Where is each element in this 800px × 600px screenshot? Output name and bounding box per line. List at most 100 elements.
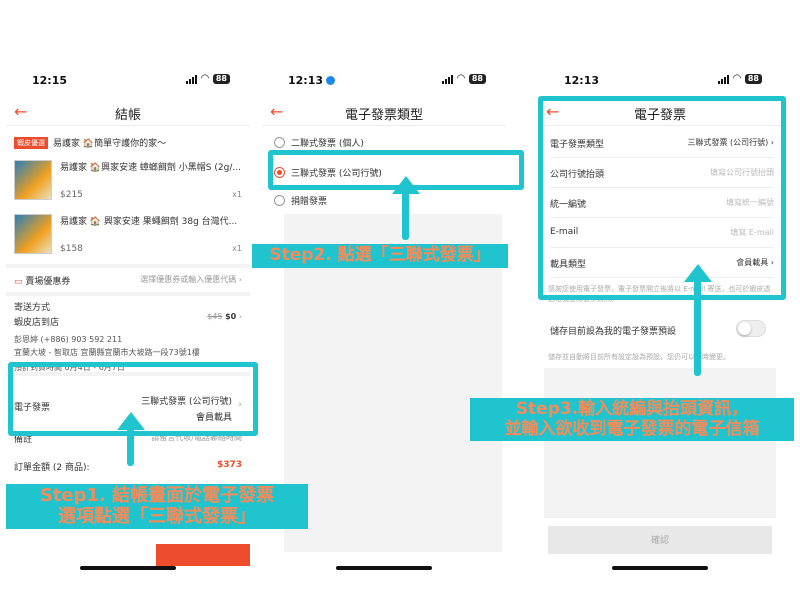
divider bbox=[6, 292, 250, 296]
signal-icon bbox=[186, 74, 198, 84]
carrier-type-label: 載具類型 bbox=[550, 260, 587, 270]
product-item[interactable]: 易護家 🏠 興家安速 果蠅餌劑 38g 台灣代... $158 x1 bbox=[14, 214, 242, 264]
back-arrow-icon[interactable]: ← bbox=[546, 102, 560, 121]
invoice-type-label: 電子發票類型 bbox=[550, 140, 605, 150]
product-qty: x1 bbox=[232, 244, 242, 253]
page-title: 電子發票類型 bbox=[344, 108, 423, 123]
option-label: 三聯式發票 (公司行號) bbox=[291, 169, 382, 179]
arrow-shaft bbox=[402, 192, 409, 240]
divider bbox=[6, 264, 250, 268]
wifi-icon: ◠ bbox=[457, 73, 465, 84]
arrow-shaft bbox=[127, 428, 134, 466]
option-two-part-invoice[interactable]: 二聯式發票 (個人) bbox=[274, 136, 364, 149]
store-name: 易護家 🏠簡單守護你的家～ bbox=[53, 139, 167, 149]
home-indicator bbox=[336, 566, 432, 570]
option-label: 二聯式發票 (個人) bbox=[291, 139, 364, 149]
status-bar: 12:13 ◠ 88 bbox=[538, 68, 782, 92]
home-indicator bbox=[80, 566, 176, 570]
step3-caption: Step3.輸入統編與抬頭資訊， 並輸入欲收到電子發票的電子信箱 bbox=[470, 398, 794, 442]
status-icons: ◠ 88 bbox=[718, 74, 762, 84]
home-indicator bbox=[612, 566, 708, 570]
invoice-label: 電子發票 bbox=[14, 403, 51, 413]
shipping-method: 蝦皮店到店 bbox=[14, 318, 60, 328]
back-arrow-icon[interactable]: ← bbox=[270, 102, 284, 121]
tax-id-field[interactable]: 統一編號 填寫統一編號 bbox=[550, 188, 774, 218]
save-default-row: 儲存目前設為我的電子發票預設 bbox=[550, 324, 774, 337]
delivery-eta: 預計到貨時間 6月4日 - 6月7日 bbox=[14, 363, 125, 372]
arrow-up-icon bbox=[117, 412, 145, 430]
invoice-type-value: 三聯式發票 (公司行號) › bbox=[687, 138, 774, 147]
highlight-invoice-form bbox=[538, 96, 786, 300]
invoice-type-row[interactable]: 電子發票類型 三聯式發票 (公司行號) › bbox=[550, 128, 774, 158]
step1-caption: Step1. 結帳畫面於電子發票 選項點選「三聯式發票」 bbox=[6, 484, 308, 530]
status-time: 12:13 bbox=[288, 74, 336, 87]
radio-icon bbox=[274, 137, 285, 148]
note-row[interactable]: 備註 請留言代收/電話聯絡時間 bbox=[14, 432, 242, 445]
page-title: 結帳 bbox=[114, 108, 141, 123]
status-bar: 12:15 ◠ 88 bbox=[6, 68, 250, 92]
tax-id-label: 統一編號 bbox=[550, 200, 587, 210]
product-qty: x1 bbox=[232, 190, 242, 199]
back-arrow-icon[interactable]: ← bbox=[14, 102, 28, 121]
status-icons: ◠ 88 bbox=[186, 74, 230, 84]
product-price: $215 bbox=[60, 190, 83, 200]
wifi-icon: ◠ bbox=[733, 73, 741, 84]
email-label: E-mail bbox=[550, 227, 579, 237]
note-input[interactable]: 請留言代收/電話聯絡時間 bbox=[151, 433, 242, 442]
battery-icon: 88 bbox=[468, 74, 486, 84]
arrow-shaft bbox=[694, 280, 701, 376]
save-default-notice: 儲存並自動將目前所有設定設為預設，您仍可以隨時變更。 bbox=[548, 353, 730, 361]
option-three-part-invoice[interactable]: 三聯式發票 (公司行號) bbox=[274, 166, 382, 179]
battery-icon: 88 bbox=[212, 74, 230, 84]
place-order-button[interactable] bbox=[156, 544, 250, 566]
chevron-right-icon: › bbox=[238, 400, 242, 410]
shipping-fee: $45 $0 › bbox=[207, 312, 242, 321]
location-icon bbox=[326, 76, 336, 85]
invoice-value: 三聯式發票 (公司行號) 會員載具 bbox=[141, 397, 232, 423]
product-item[interactable]: 易護家 🏠興家安速 蟑螂餌劑 小黑帽S (2g/... $215 x1 bbox=[14, 160, 242, 210]
carrier-type-value: 會員載具 › bbox=[736, 258, 774, 267]
nav-bar: ← 結帳 bbox=[6, 98, 250, 126]
wifi-icon: ◠ bbox=[201, 73, 209, 84]
page-title: 電子發票 bbox=[633, 108, 686, 123]
coupon-hint: 選擇優惠券或輸入優惠代碼 › bbox=[140, 275, 242, 284]
product-name: 易護家 🏠 興家安速 果蠅餌劑 38g 台灣代... bbox=[60, 217, 238, 227]
company-title-label: 公司行號抬頭 bbox=[550, 170, 605, 180]
total-value: $373 bbox=[216, 460, 242, 470]
option-label: 捐贈發票 bbox=[291, 197, 328, 207]
company-title-field[interactable]: 公司行號抬頭 填寫公司行號抬頭 bbox=[550, 158, 774, 188]
carrier-type-row[interactable]: 載具類型 會員載具 › bbox=[550, 248, 774, 278]
product-thumbnail bbox=[14, 214, 52, 254]
coupon-row[interactable]: ▭ 賣場優惠券 選擇優惠券或輸入優惠代碼 › bbox=[14, 274, 242, 287]
total-label: 訂單金額 (2 商品): bbox=[14, 463, 90, 473]
company-title-input[interactable]: 填寫公司行號抬頭 bbox=[710, 168, 774, 177]
save-default-label: 儲存目前設為我的電子發票預設 bbox=[550, 327, 677, 337]
store-tag: 蝦皮優選 bbox=[14, 136, 48, 149]
shipping-label: 寄送方式 bbox=[14, 303, 51, 313]
nav-bar: ← 電子發票 bbox=[538, 98, 782, 126]
option-donate-invoice[interactable]: 捐贈發票 bbox=[274, 194, 327, 207]
receiver-address: 宜蘭大坡 - 智取店 宜蘭縣宜蘭市大坡路一段73號1樓 bbox=[14, 348, 200, 357]
save-default-toggle[interactable] bbox=[736, 320, 766, 337]
invoice-row[interactable]: 電子發票 三聯式發票 (公司行號) 會員載具 › bbox=[14, 394, 242, 430]
coupon-label: 賣場優惠券 bbox=[25, 277, 71, 287]
status-icons: ◠ 88 bbox=[442, 74, 486, 84]
empty-area bbox=[544, 368, 776, 518]
email-input[interactable]: 填寫 E-mail bbox=[730, 228, 774, 237]
shipping-section[interactable]: 寄送方式 蝦皮店到店 $45 $0 › 彭恩婷 (+886) 903 592 2… bbox=[14, 300, 242, 373]
arrow-up-icon bbox=[392, 176, 420, 194]
coupon-icon: ▭ bbox=[14, 277, 23, 287]
invoice-form-screen: 12:13 ◠ 88 ← 電子發票 電子發票類型 三聯式發票 (公司行號) › … bbox=[538, 68, 782, 578]
total-row: 訂單金額 (2 商品): $373 bbox=[14, 460, 242, 473]
signal-icon bbox=[442, 74, 454, 84]
nav-bar: ← 電子發票類型 bbox=[262, 98, 506, 126]
radio-selected-icon bbox=[274, 167, 285, 178]
confirm-button[interactable]: 確認 bbox=[548, 526, 772, 554]
email-field[interactable]: E-mail 填寫 E-mail bbox=[550, 218, 774, 248]
status-time: 12:13 bbox=[564, 74, 600, 87]
store-header: 蝦皮優選 易護家 🏠簡單守護你的家～ bbox=[14, 136, 166, 149]
tax-id-input[interactable]: 填寫統一編號 bbox=[726, 198, 774, 207]
radio-icon bbox=[274, 195, 285, 206]
divider bbox=[6, 372, 250, 376]
